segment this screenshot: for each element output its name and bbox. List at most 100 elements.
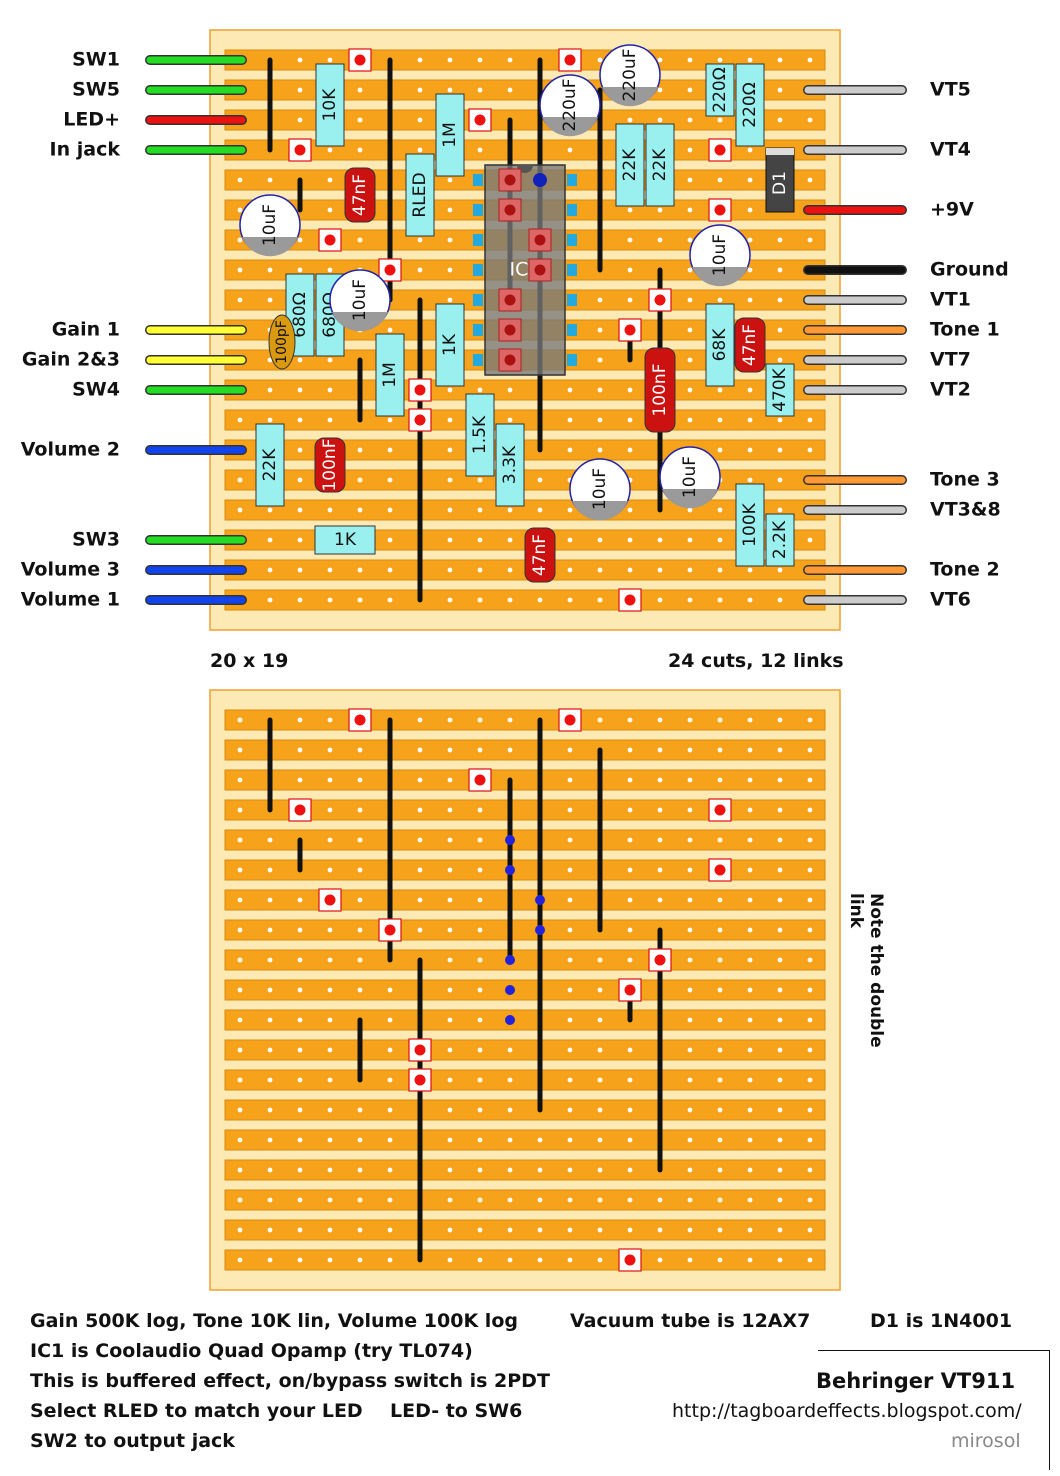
ic-pin-dot <box>504 204 516 216</box>
strip-hole <box>777 747 783 753</box>
strip-hole <box>627 117 633 123</box>
strip-hole <box>357 897 363 903</box>
strip-hole <box>627 537 633 543</box>
strip-hole <box>447 717 453 723</box>
strip-hole <box>237 777 243 783</box>
cut-dot <box>654 294 666 306</box>
strip-hole <box>747 477 753 483</box>
ic-pin-dot <box>534 264 546 276</box>
strip-hole <box>447 987 453 993</box>
output-wire-label: VT1 <box>930 289 971 311</box>
pin-marker <box>535 895 545 905</box>
strip-hole <box>297 1107 303 1113</box>
strip-hole <box>687 837 693 843</box>
capacitor-label: 220uF <box>620 48 640 101</box>
strip-hole <box>597 1047 603 1053</box>
strip-hole <box>447 57 453 63</box>
output-wire-label: Ground <box>930 259 1009 281</box>
strip-hole <box>627 1077 633 1083</box>
strip-hole <box>507 1077 513 1083</box>
strip-hole <box>807 1047 813 1053</box>
strip-hole <box>657 1257 663 1263</box>
input-wire-label: In jack <box>50 139 121 161</box>
strip-hole <box>267 837 273 843</box>
strip-hole <box>627 807 633 813</box>
strip-hole <box>747 237 753 243</box>
strip-hole <box>627 1167 633 1173</box>
strip-hole <box>417 867 423 873</box>
strip-hole <box>807 1257 813 1263</box>
strip-hole <box>747 177 753 183</box>
strip-hole <box>807 117 813 123</box>
strip-hole <box>807 237 813 243</box>
resistor <box>705 63 735 117</box>
strip-hole <box>807 867 813 873</box>
output-wire-label: VT2 <box>930 379 971 401</box>
strip-hole <box>387 567 393 573</box>
strip-hole <box>477 597 483 603</box>
strip-hole <box>627 747 633 753</box>
strip-hole <box>597 1257 603 1263</box>
strip-hole <box>477 747 483 753</box>
strip-hole <box>657 117 663 123</box>
strip-hole <box>357 867 363 873</box>
resistor <box>315 63 345 147</box>
strip-hole <box>327 267 333 273</box>
output-wire-label: +9V <box>930 199 974 221</box>
ic-pin <box>473 354 483 366</box>
strip-hole <box>807 747 813 753</box>
cut-dot <box>654 954 666 966</box>
copper-strip <box>224 1069 826 1091</box>
resistor-label: 100K <box>740 502 760 546</box>
input-wire-label: Volume 3 <box>21 559 120 581</box>
strip-hole <box>507 597 513 603</box>
strip-hole <box>387 327 393 333</box>
strip-hole <box>777 1257 783 1263</box>
strip-hole <box>687 1047 693 1053</box>
strip-hole <box>327 177 333 183</box>
strip-hole <box>357 987 363 993</box>
strip-hole <box>807 1167 813 1173</box>
strip-hole <box>267 297 273 303</box>
strip-hole <box>807 1227 813 1233</box>
strip-hole <box>507 387 513 393</box>
strip-hole <box>807 957 813 963</box>
resistor <box>435 93 465 177</box>
strip-hole <box>687 1227 693 1233</box>
capacitor-stripe <box>542 117 598 137</box>
strip-hole <box>687 207 693 213</box>
strip-hole <box>807 1077 813 1083</box>
copper-strip <box>224 859 826 881</box>
strip-hole <box>777 1107 783 1113</box>
resistor <box>765 363 795 417</box>
strip-hole <box>687 117 693 123</box>
strip-hole <box>777 567 783 573</box>
strip-hole <box>627 717 633 723</box>
strip-hole <box>717 897 723 903</box>
strip-hole <box>507 1047 513 1053</box>
strip-hole <box>627 1107 633 1113</box>
strip-hole <box>807 987 813 993</box>
strip-hole <box>327 507 333 513</box>
strip-hole <box>417 147 423 153</box>
strip-hole <box>687 1257 693 1263</box>
strip-hole <box>627 447 633 453</box>
strip-hole <box>687 297 693 303</box>
strip-hole <box>777 1137 783 1143</box>
strip-hole <box>747 807 753 813</box>
strip-hole <box>297 567 303 573</box>
strip-hole <box>687 897 693 903</box>
strip-hole <box>687 777 693 783</box>
strip-hole <box>237 417 243 423</box>
resistor <box>735 483 765 567</box>
strip-hole <box>687 267 693 273</box>
strip-hole <box>477 87 483 93</box>
resistor <box>705 303 735 387</box>
strip-hole <box>507 1167 513 1173</box>
ic-pin <box>567 234 577 246</box>
strip-hole <box>447 507 453 513</box>
strip-hole <box>297 417 303 423</box>
blog-url[interactable]: http://tagboardeffects.blogspot.com/ <box>672 1400 1022 1422</box>
rled-note: Select RLED to match your LED <box>30 1400 363 1422</box>
strip-hole <box>597 1107 603 1113</box>
